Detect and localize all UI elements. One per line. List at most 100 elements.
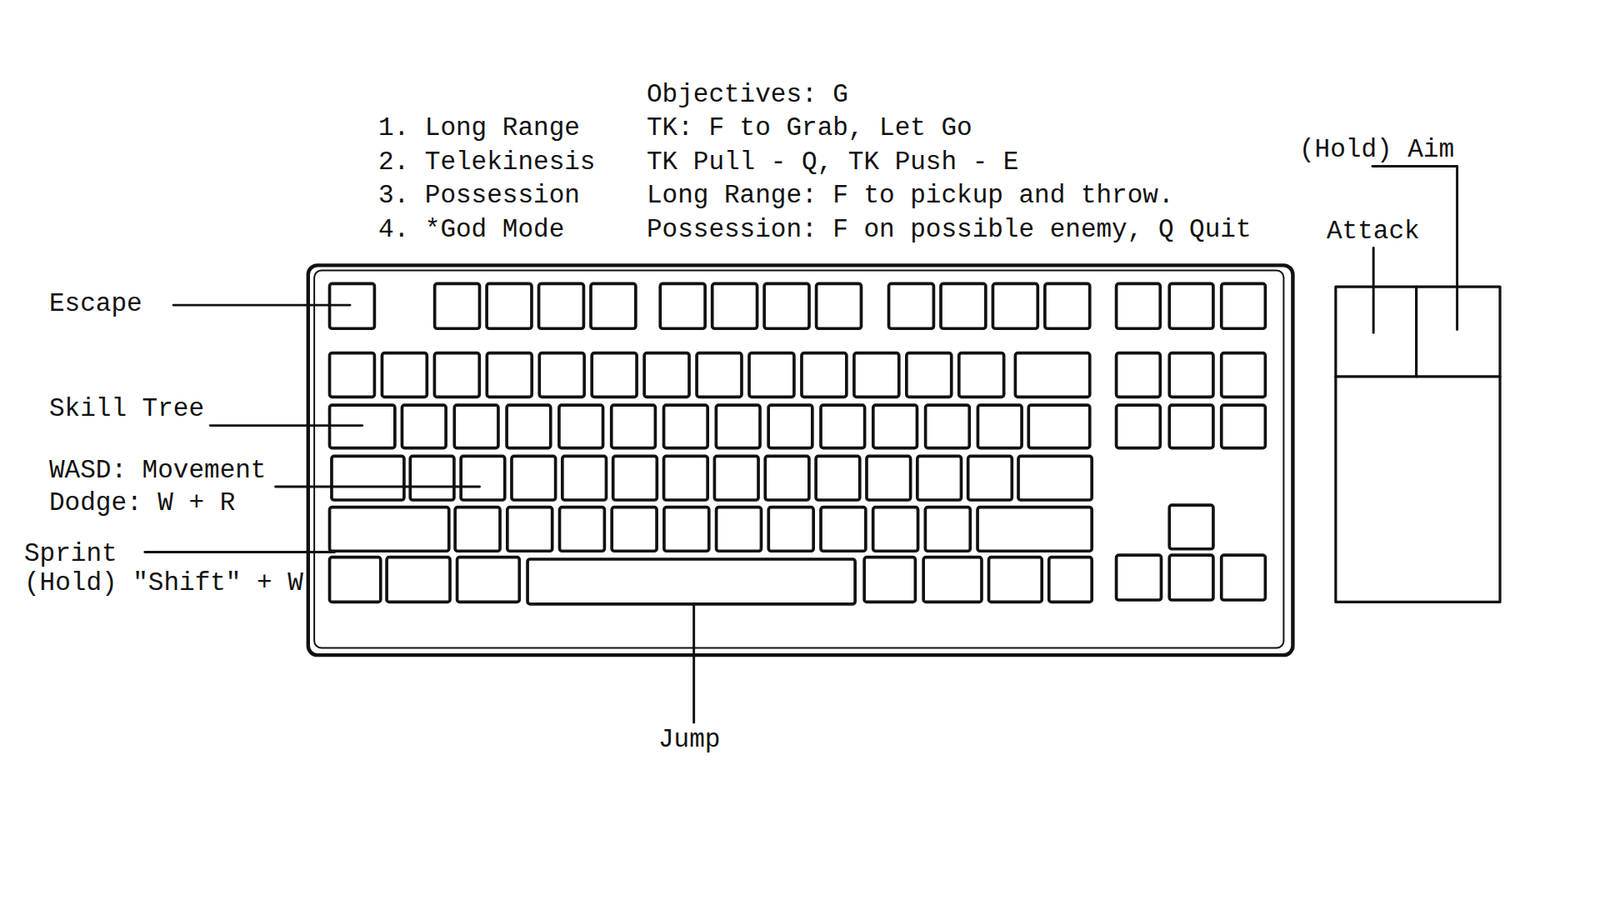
key	[1018, 455, 1092, 500]
leader-line	[692, 604, 695, 723]
key	[330, 557, 381, 603]
key	[460, 455, 505, 500]
key	[660, 283, 705, 329]
control-label: Long Range: F to pickup and throw.	[646, 180, 1175, 211]
key	[506, 405, 551, 448]
control-label: TK: F to Grab, Let Go	[646, 113, 973, 144]
key	[716, 507, 762, 552]
key	[664, 405, 709, 448]
key	[820, 507, 866, 552]
control-label: Escape	[49, 289, 143, 320]
key	[925, 507, 970, 552]
key	[801, 353, 847, 398]
key	[1221, 353, 1266, 398]
key	[590, 283, 636, 329]
control-label: 1. Long Range	[378, 113, 580, 144]
key	[940, 283, 986, 329]
leader-line	[145, 550, 335, 554]
keyboard-case-inner	[314, 270, 1284, 648]
key	[457, 557, 520, 603]
key	[434, 353, 480, 398]
key	[992, 283, 1038, 329]
key	[401, 405, 446, 448]
control-label: 3. Possession	[378, 180, 580, 211]
key	[889, 283, 935, 329]
key	[977, 507, 1092, 552]
key	[1169, 405, 1214, 448]
key	[511, 455, 556, 500]
key	[1116, 405, 1161, 448]
key	[486, 353, 532, 398]
key	[611, 405, 656, 448]
key	[1221, 405, 1266, 448]
key	[435, 283, 480, 329]
key	[1169, 505, 1214, 550]
key	[591, 353, 637, 398]
key	[696, 353, 742, 398]
key	[923, 557, 982, 603]
control-label: Attack	[1326, 216, 1420, 247]
key	[664, 455, 709, 500]
key	[454, 405, 499, 448]
key	[768, 405, 813, 448]
control-label: Dodge: W + R	[49, 488, 235, 519]
key	[664, 507, 710, 552]
mouse-divider	[1335, 375, 1500, 378]
key	[906, 353, 952, 398]
key	[714, 455, 759, 500]
leader-line	[1372, 166, 1458, 330]
keyboard-case	[308, 265, 1294, 655]
control-label: TK Pull - Q, TK Push - E	[646, 147, 1019, 178]
key	[1015, 353, 1090, 398]
key	[330, 353, 375, 398]
key	[1045, 283, 1090, 329]
key	[331, 455, 405, 500]
key	[1049, 557, 1092, 603]
key	[539, 353, 585, 398]
key	[539, 283, 585, 329]
control-label: Objectives: G	[646, 80, 849, 110]
key	[917, 455, 962, 500]
key	[330, 507, 450, 552]
control-label: WASD: Movement	[49, 455, 266, 486]
control-label: 2. Telekinesis	[378, 147, 595, 178]
key	[764, 283, 810, 329]
key	[1221, 555, 1266, 600]
key	[613, 455, 658, 500]
key	[562, 455, 607, 500]
key	[1116, 353, 1161, 398]
key	[866, 455, 911, 500]
control-label: Skill Tree	[49, 394, 205, 425]
key	[507, 507, 553, 552]
key	[527, 559, 855, 605]
key	[989, 557, 1043, 603]
key	[749, 353, 795, 398]
mouse-divider	[1415, 286, 1418, 377]
key	[1116, 555, 1162, 600]
key	[559, 405, 604, 448]
key	[815, 455, 860, 500]
key	[820, 405, 865, 448]
control-label: Sprint	[24, 539, 118, 570]
key	[455, 507, 500, 552]
key	[768, 507, 814, 552]
key	[1116, 283, 1161, 329]
key	[1221, 283, 1266, 329]
leader-line	[173, 304, 350, 307]
control-label: Jump	[658, 725, 720, 755]
key	[644, 353, 690, 398]
key	[864, 557, 915, 603]
control-label: (Hold) "Shift" + W	[24, 568, 304, 599]
control-label: Possession: F on possible enemy, Q Quit	[646, 215, 1252, 245]
leader-line	[275, 485, 480, 489]
key	[1169, 283, 1214, 329]
key	[486, 283, 532, 329]
key	[854, 353, 900, 398]
key	[712, 283, 758, 329]
key	[381, 353, 427, 398]
key	[873, 507, 919, 552]
key	[959, 353, 1005, 398]
key	[1169, 555, 1214, 600]
key	[1028, 405, 1090, 448]
control-label: (Hold) Aim	[1299, 135, 1455, 165]
